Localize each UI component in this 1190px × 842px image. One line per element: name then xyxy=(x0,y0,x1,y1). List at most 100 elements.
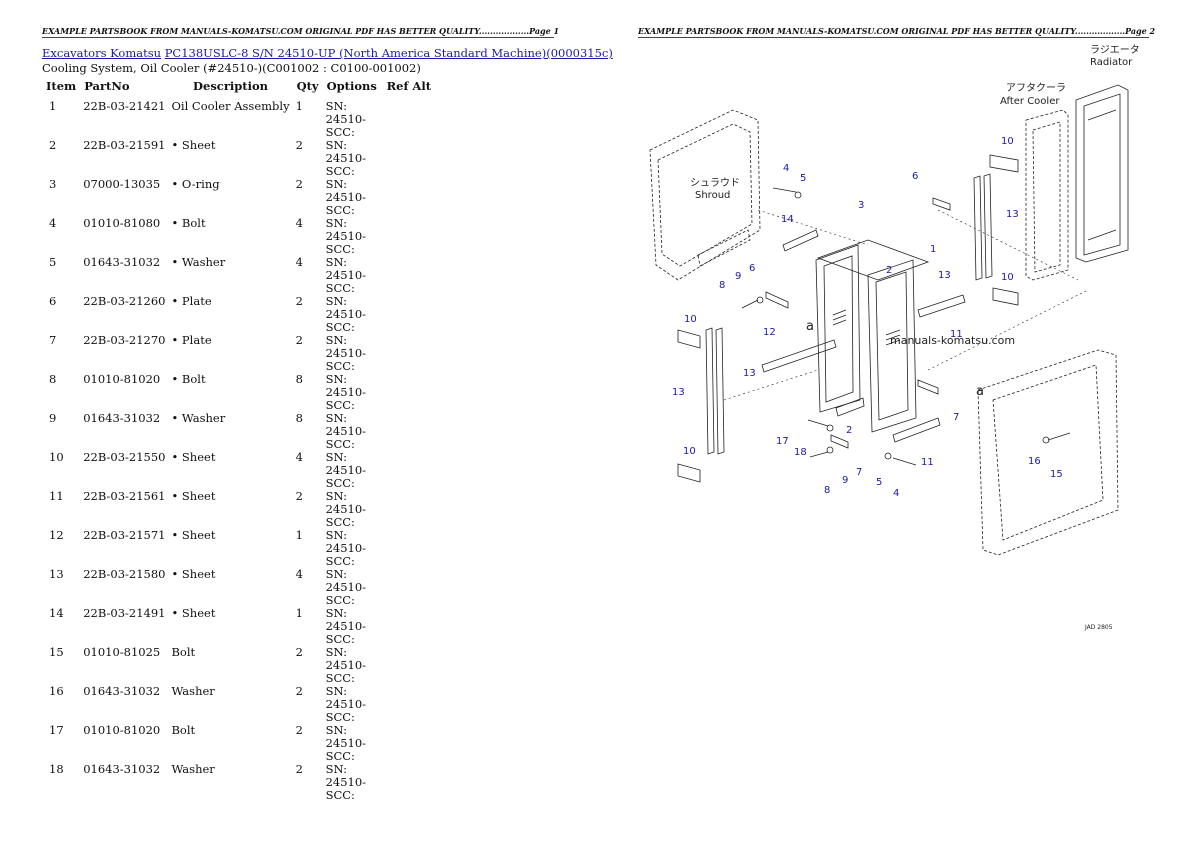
row-description: • Bolt xyxy=(171,372,206,386)
row-partno: 22B-03-21491 xyxy=(83,606,166,620)
row-options: SN: 24510-SCC: xyxy=(325,372,367,412)
breadcrumb-link-category[interactable]: Excavators Komatsu xyxy=(42,46,162,60)
row-item: 4 xyxy=(49,216,57,230)
callout-12: 12 xyxy=(763,327,776,338)
row-options: SN: 24510-SCC: xyxy=(325,411,367,451)
page-title: Cooling System, Oil Cooler (#24510-)(C00… xyxy=(42,61,421,75)
row-refalt xyxy=(383,178,435,217)
row-qty: 4 xyxy=(295,567,303,581)
row-qty: 2 xyxy=(295,684,303,698)
row-description: Oil Cooler Assembly xyxy=(171,99,290,113)
row-description: • Sheet xyxy=(171,450,216,464)
row-description: • Sheet xyxy=(171,567,216,581)
after-cooler-label: After Cooler xyxy=(1000,96,1060,107)
row-qty: 2 xyxy=(295,762,303,776)
row-options: SN: 24510-SCC: xyxy=(325,528,367,568)
breadcrumb: Excavators Komatsu PC138USLC-8 S/N 24510… xyxy=(42,46,613,60)
row-description: • Washer xyxy=(171,255,226,269)
callout-4b: 4 xyxy=(893,488,899,499)
row-options: SN: 24510-SCC: xyxy=(325,177,367,217)
callout-6: 6 xyxy=(912,171,918,182)
row-qty: 4 xyxy=(295,216,303,230)
row-description: • Bolt xyxy=(171,216,206,230)
col-header-refalt: Ref Alt xyxy=(386,79,432,93)
row-options: SN: 24510-SCC: xyxy=(325,333,367,373)
row-item: 9 xyxy=(49,411,57,425)
callout-6b: 6 xyxy=(749,263,755,274)
ref-mark-a1: a xyxy=(806,319,814,334)
row-partno: 22B-03-21260 xyxy=(83,294,166,308)
oil-cooler-core-left xyxy=(815,244,861,413)
row-item: 1 xyxy=(49,99,57,113)
parts-table: Item PartNo Description Qty Options Ref … xyxy=(42,76,435,802)
callout-10c: 10 xyxy=(684,314,697,325)
callout-14: 14 xyxy=(781,214,794,225)
row-options: SN: 24510-SCC: xyxy=(325,255,367,295)
row-refalt xyxy=(383,646,435,685)
row-qty: 2 xyxy=(295,177,303,191)
row-partno: 01010-81020 xyxy=(83,723,161,737)
row-refalt xyxy=(383,607,435,646)
callout-13d: 13 xyxy=(672,387,685,398)
after-cooler-part xyxy=(1025,109,1069,281)
callout-10b: 10 xyxy=(1001,272,1014,283)
callout-5: 5 xyxy=(800,173,806,184)
row-item: 18 xyxy=(49,762,64,776)
callout-16: 16 xyxy=(1028,456,1041,467)
col-header-description: Description xyxy=(193,79,268,93)
callout-7b: 7 xyxy=(856,467,862,478)
row-refalt xyxy=(383,373,435,412)
row-description: • Plate xyxy=(171,294,212,308)
callout-11b: 11 xyxy=(921,457,934,468)
col-header-partno: PartNo xyxy=(84,79,130,93)
row-qty: 2 xyxy=(295,138,303,152)
row-refalt xyxy=(383,451,435,490)
callout-5b: 5 xyxy=(876,477,882,488)
table-header-row: Item PartNo Description Qty Options Ref … xyxy=(42,76,435,94)
ref-mark-a2: a xyxy=(976,384,984,399)
callout-10: 10 xyxy=(1001,136,1014,147)
callout-10d: 10 xyxy=(683,446,696,457)
row-refalt xyxy=(383,568,435,607)
row-refalt xyxy=(383,529,435,568)
watermark: manuals-komatsu.com xyxy=(890,334,1015,347)
row-qty: 2 xyxy=(295,723,303,737)
row-options: SN: 24510-SCC: xyxy=(325,489,367,529)
row-partno: 22B-03-21421 xyxy=(83,99,166,113)
row-refalt xyxy=(383,139,435,178)
page1-header: EXAMPLE PARTSBOOK FROM MANUALS-KOMATSU.C… xyxy=(42,26,560,38)
row-options: SN: 24510-SCC: xyxy=(325,450,367,490)
row-options: SN: 24510-SCC: xyxy=(325,567,367,607)
col-header-qty: Qty xyxy=(296,79,319,93)
page2-header: EXAMPLE PARTSBOOK FROM MANUALS-KOMATSU.C… xyxy=(638,26,1156,38)
col-header-item: Item xyxy=(46,79,77,93)
shroud-label: Shroud xyxy=(695,190,730,201)
row-options: SN: 24510-SCC: xyxy=(325,606,367,646)
row-refalt xyxy=(383,724,435,763)
callout-4: 4 xyxy=(783,163,789,174)
after-cooler-label-jp: アフタクーラ xyxy=(1006,82,1066,94)
breadcrumb-link-model[interactable]: PC138USLC-8 S/N 24510-UP (North America … xyxy=(164,46,613,60)
row-partno: 22B-03-21561 xyxy=(83,489,166,503)
row-description: • Sheet xyxy=(171,528,216,542)
drawing-code: JAD 2805 xyxy=(1084,624,1113,631)
row-partno: 07000-13035 xyxy=(83,177,161,191)
row-options: SN: 24510-SCC: xyxy=(325,645,367,685)
shroud-label-jp: シュラウド xyxy=(690,177,740,189)
row-partno: 22B-03-21591 xyxy=(83,138,166,152)
radiator-part xyxy=(1075,84,1129,263)
callout-3: 3 xyxy=(858,200,864,211)
row-options: SN: 24510-SCC: xyxy=(325,294,367,334)
row-item: 14 xyxy=(49,606,64,620)
row-description: • Sheet xyxy=(171,606,216,620)
row-qty: 2 xyxy=(295,294,303,308)
row-description: • O-ring xyxy=(171,177,220,191)
callout-15: 15 xyxy=(1050,469,1063,480)
row-qty: 8 xyxy=(295,372,303,386)
